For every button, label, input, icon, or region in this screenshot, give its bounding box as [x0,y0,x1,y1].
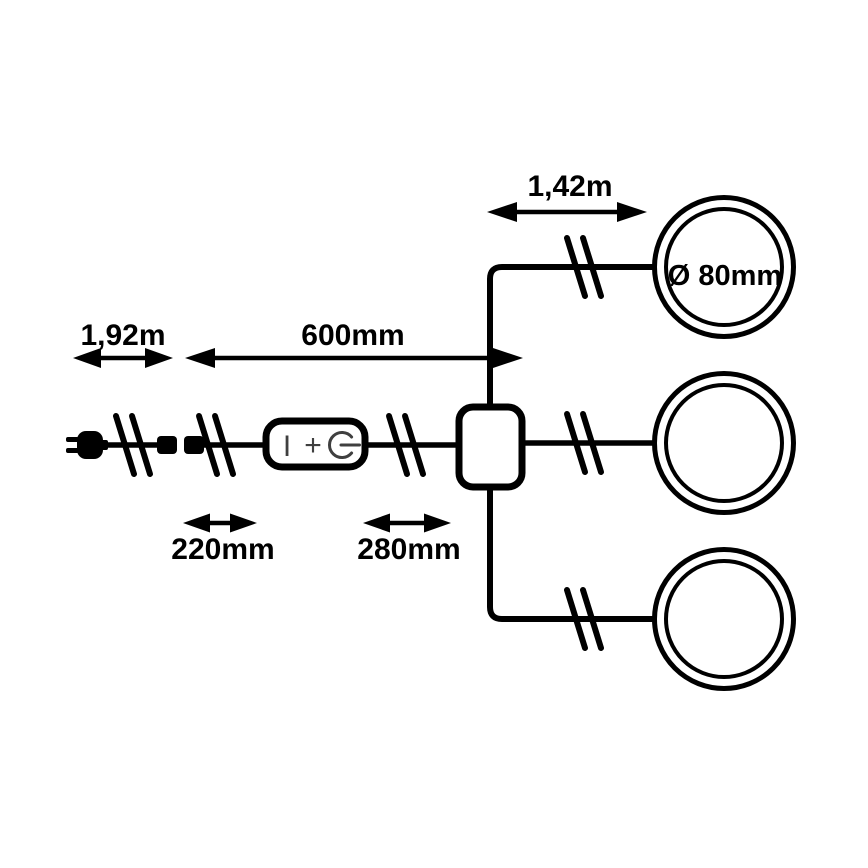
cable-break-icon [564,235,604,299]
arrow-left-icon [487,202,517,222]
switch-box: I + [262,417,369,471]
switch-on-symbol: I [283,430,291,463]
dimension-mains-cable: 1,92m [73,319,173,368]
dimension-top-cable: 1,42m [487,170,647,222]
dimension-trunk-distance: 600mm [185,319,523,368]
light-spot-top: Ø 80mm [652,195,796,339]
arrow-left-icon [185,348,215,368]
cable-break-icon [564,411,604,475]
dimension-label: 280mm [357,533,460,566]
dimension-label: 1,42m [527,170,612,203]
plug-prong-icon [66,448,79,453]
light-spot-bottom [652,547,796,691]
spot-diameter-label: Ø 80mm [668,260,782,292]
arrow-left-icon [183,513,210,533]
cable-break-icon [196,413,236,477]
arrow-left-icon [73,348,101,368]
junction-box [455,403,526,491]
light-spot-middle [652,371,796,515]
switch-plus-symbol: + [304,429,322,462]
cable-break-icon [113,413,153,477]
dimension-connector-distance: 220mm [171,513,275,566]
dimension-switch-distance: 280mm [357,513,461,566]
dimension-label: 220mm [171,533,274,566]
arrow-right-icon [230,513,257,533]
arrow-left-icon [363,513,390,533]
plug-prong-icon [66,437,79,442]
arrow-right-icon [493,348,523,368]
arrow-right-icon [617,202,647,222]
power-icon [328,431,361,459]
cable-top-branch [487,264,657,410]
cable-break-icon [386,413,426,477]
dimension-label: 1,92m [80,319,165,352]
arrow-right-icon [145,348,173,368]
inline-connector-icon [157,436,204,454]
plug-body [77,431,103,459]
cable-bottom-branch [487,484,657,622]
cable-break-icon [564,587,604,651]
arrow-right-icon [424,513,451,533]
dimension-label: 600mm [301,319,404,352]
